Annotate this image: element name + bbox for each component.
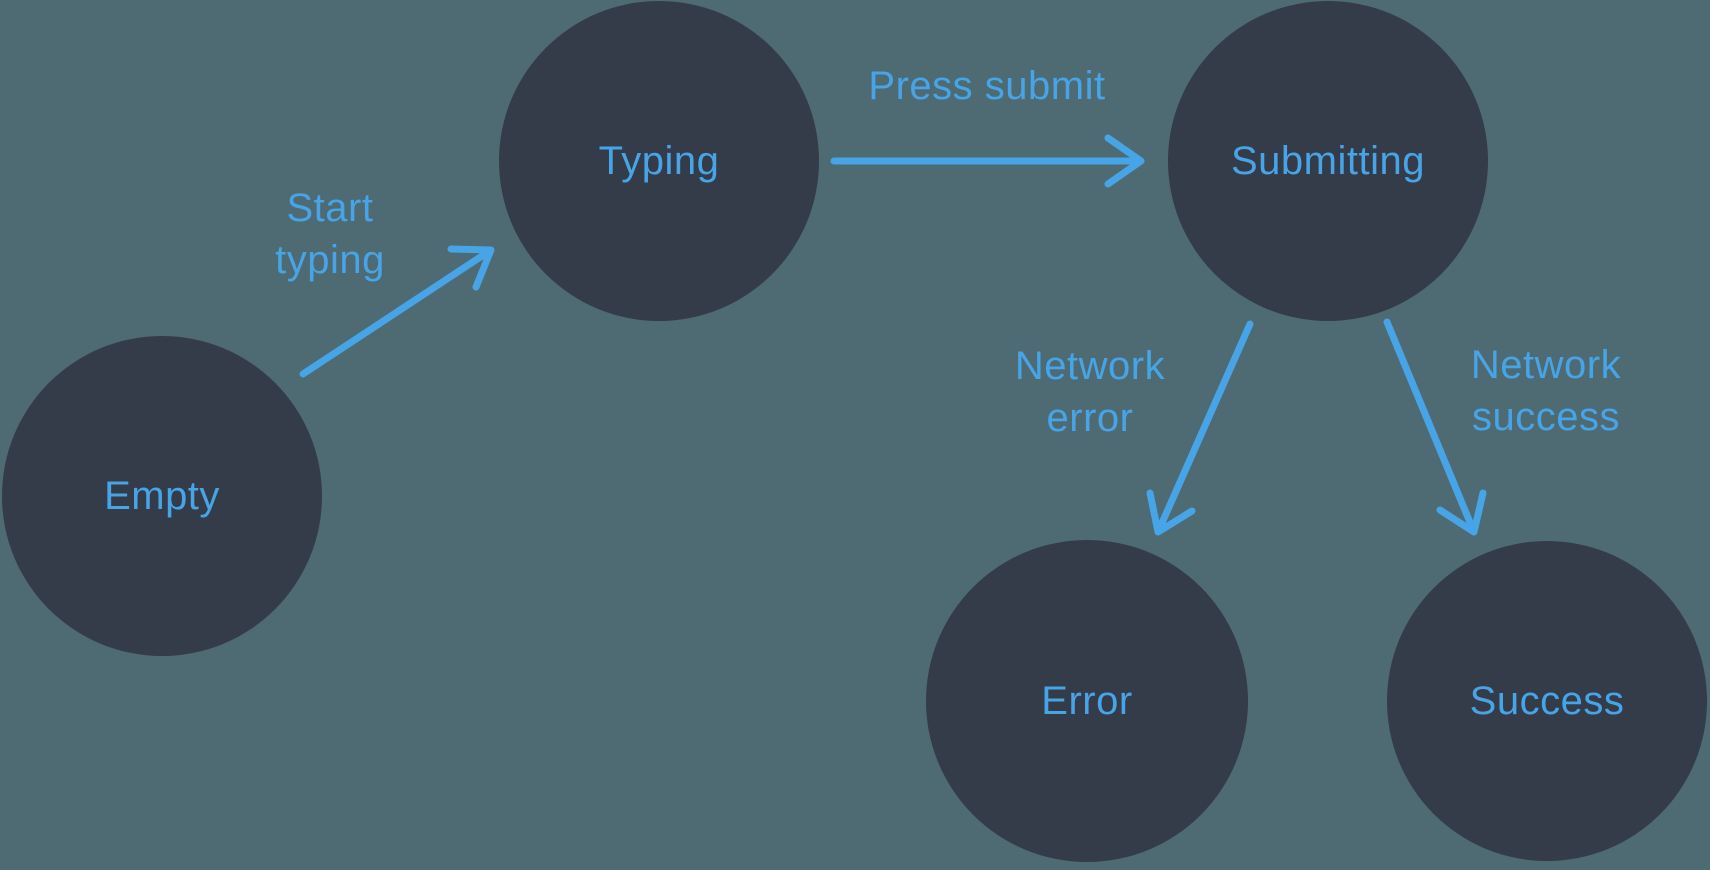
arrow-network-error [1146,320,1254,536]
state-label-error: Error [1041,678,1133,723]
transition-label-press-submit: Press submit [868,64,1106,108]
transition-label-network-error: Network error [1014,344,1166,440]
arrow-network-success [1383,318,1487,536]
state-node-typing: Typing [499,1,819,321]
state-label-success: Success [1469,678,1625,723]
transition-label-network-success: Network success [1470,343,1622,439]
transition-label-start-typing: Start typing [275,186,385,282]
state-node-success: Success [1387,541,1707,861]
state-node-error: Error [926,540,1248,862]
arrow-press-submit [830,134,1145,188]
state-label-empty: Empty [104,473,220,518]
state-node-submitting: Submitting [1168,1,1488,321]
state-label-submitting: Submitting [1231,138,1425,183]
arrow-start-typing [299,245,495,378]
state-node-empty: Empty [2,336,322,656]
state-label-typing: Typing [598,138,720,183]
